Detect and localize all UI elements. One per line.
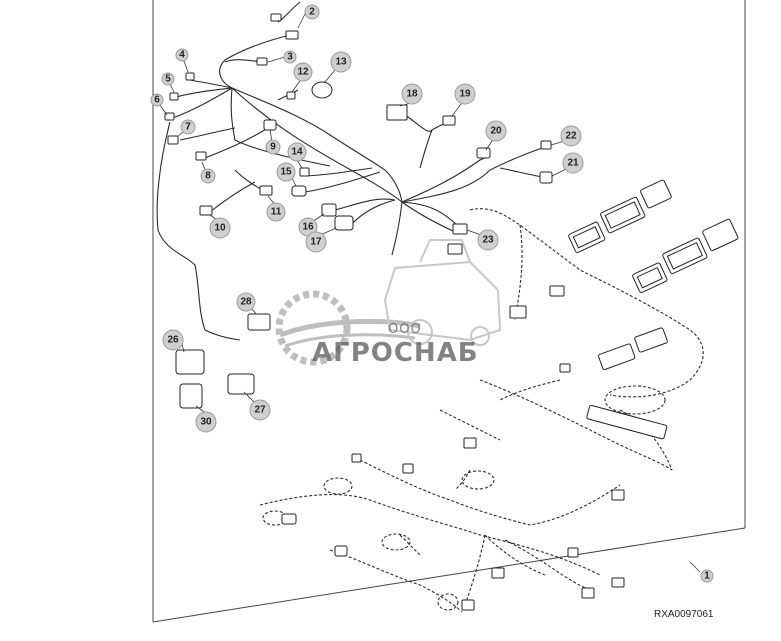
svg-text:22: 22 <box>565 131 577 142</box>
callout-4: 4 <box>175 48 189 62</box>
callout-28: 28 <box>236 292 256 312</box>
callout-27: 27 <box>249 399 271 421</box>
svg-text:20: 20 <box>490 126 502 137</box>
callout-26: 26 <box>162 329 184 351</box>
svg-text:5: 5 <box>165 74 171 85</box>
watermark-prefix: ООО <box>388 322 422 337</box>
callout-10: 10 <box>209 217 231 239</box>
svg-text:17: 17 <box>310 237 322 248</box>
callout-1: 1 <box>700 569 714 583</box>
callout-20: 20 <box>485 120 507 142</box>
svg-text:1: 1 <box>704 571 710 582</box>
callout-7: 7 <box>180 119 196 135</box>
figure-reference-code: RXA0097061 <box>654 609 714 620</box>
svg-text:26: 26 <box>167 335 179 346</box>
callout-6: 6 <box>150 93 164 107</box>
watermark-logo <box>275 239 502 366</box>
control-modules <box>568 179 739 440</box>
svg-text:16: 16 <box>302 222 314 233</box>
svg-text:28: 28 <box>240 297 252 308</box>
svg-text:7: 7 <box>185 122 191 133</box>
callout-17: 17 <box>305 231 327 253</box>
callouts: 1 2 3 4 5 6 7 8 9 10 11 12 13 14 15 16 1… <box>150 4 714 583</box>
svg-text:13: 13 <box>335 57 347 68</box>
svg-text:14: 14 <box>291 147 303 158</box>
svg-text:15: 15 <box>280 167 292 178</box>
watermark-name: АГРОСНАБ <box>312 338 479 368</box>
callout-3: 3 <box>283 50 297 64</box>
svg-text:4: 4 <box>179 50 185 61</box>
callout-13: 13 <box>330 51 352 73</box>
callout-9: 9 <box>265 139 281 155</box>
callout-30: 30 <box>195 411 217 433</box>
callout-15: 15 <box>276 162 296 182</box>
svg-text:23: 23 <box>482 235 494 246</box>
callout-2: 2 <box>304 4 320 20</box>
drawing-frame <box>152 0 746 623</box>
callout-23: 23 <box>477 229 499 251</box>
callout-21: 21 <box>562 152 584 174</box>
callout-19: 19 <box>454 83 476 105</box>
connectors <box>164 13 625 611</box>
svg-text:30: 30 <box>200 417 212 428</box>
svg-text:8: 8 <box>205 171 211 182</box>
svg-text:19: 19 <box>459 89 471 100</box>
svg-text:3: 3 <box>287 52 293 63</box>
svg-text:21: 21 <box>567 158 579 169</box>
callout-14: 14 <box>287 142 307 162</box>
svg-text:10: 10 <box>214 223 226 234</box>
svg-text:12: 12 <box>297 67 309 78</box>
lower-harness-wires <box>259 208 704 613</box>
svg-text:11: 11 <box>271 207 282 218</box>
svg-text:6: 6 <box>154 95 160 106</box>
svg-text:9: 9 <box>270 142 276 153</box>
callout-11: 11 <box>266 202 286 222</box>
callout-12: 12 <box>293 62 313 82</box>
callout-8: 8 <box>200 168 216 184</box>
callout-18: 18 <box>401 83 423 105</box>
leader-lines <box>156 11 701 573</box>
svg-text:27: 27 <box>254 405 266 416</box>
callout-5: 5 <box>161 72 175 86</box>
svg-text:2: 2 <box>309 7 315 18</box>
upper-harness-wires <box>156 1 549 341</box>
svg-text:18: 18 <box>406 89 418 100</box>
callout-22: 22 <box>560 125 582 147</box>
